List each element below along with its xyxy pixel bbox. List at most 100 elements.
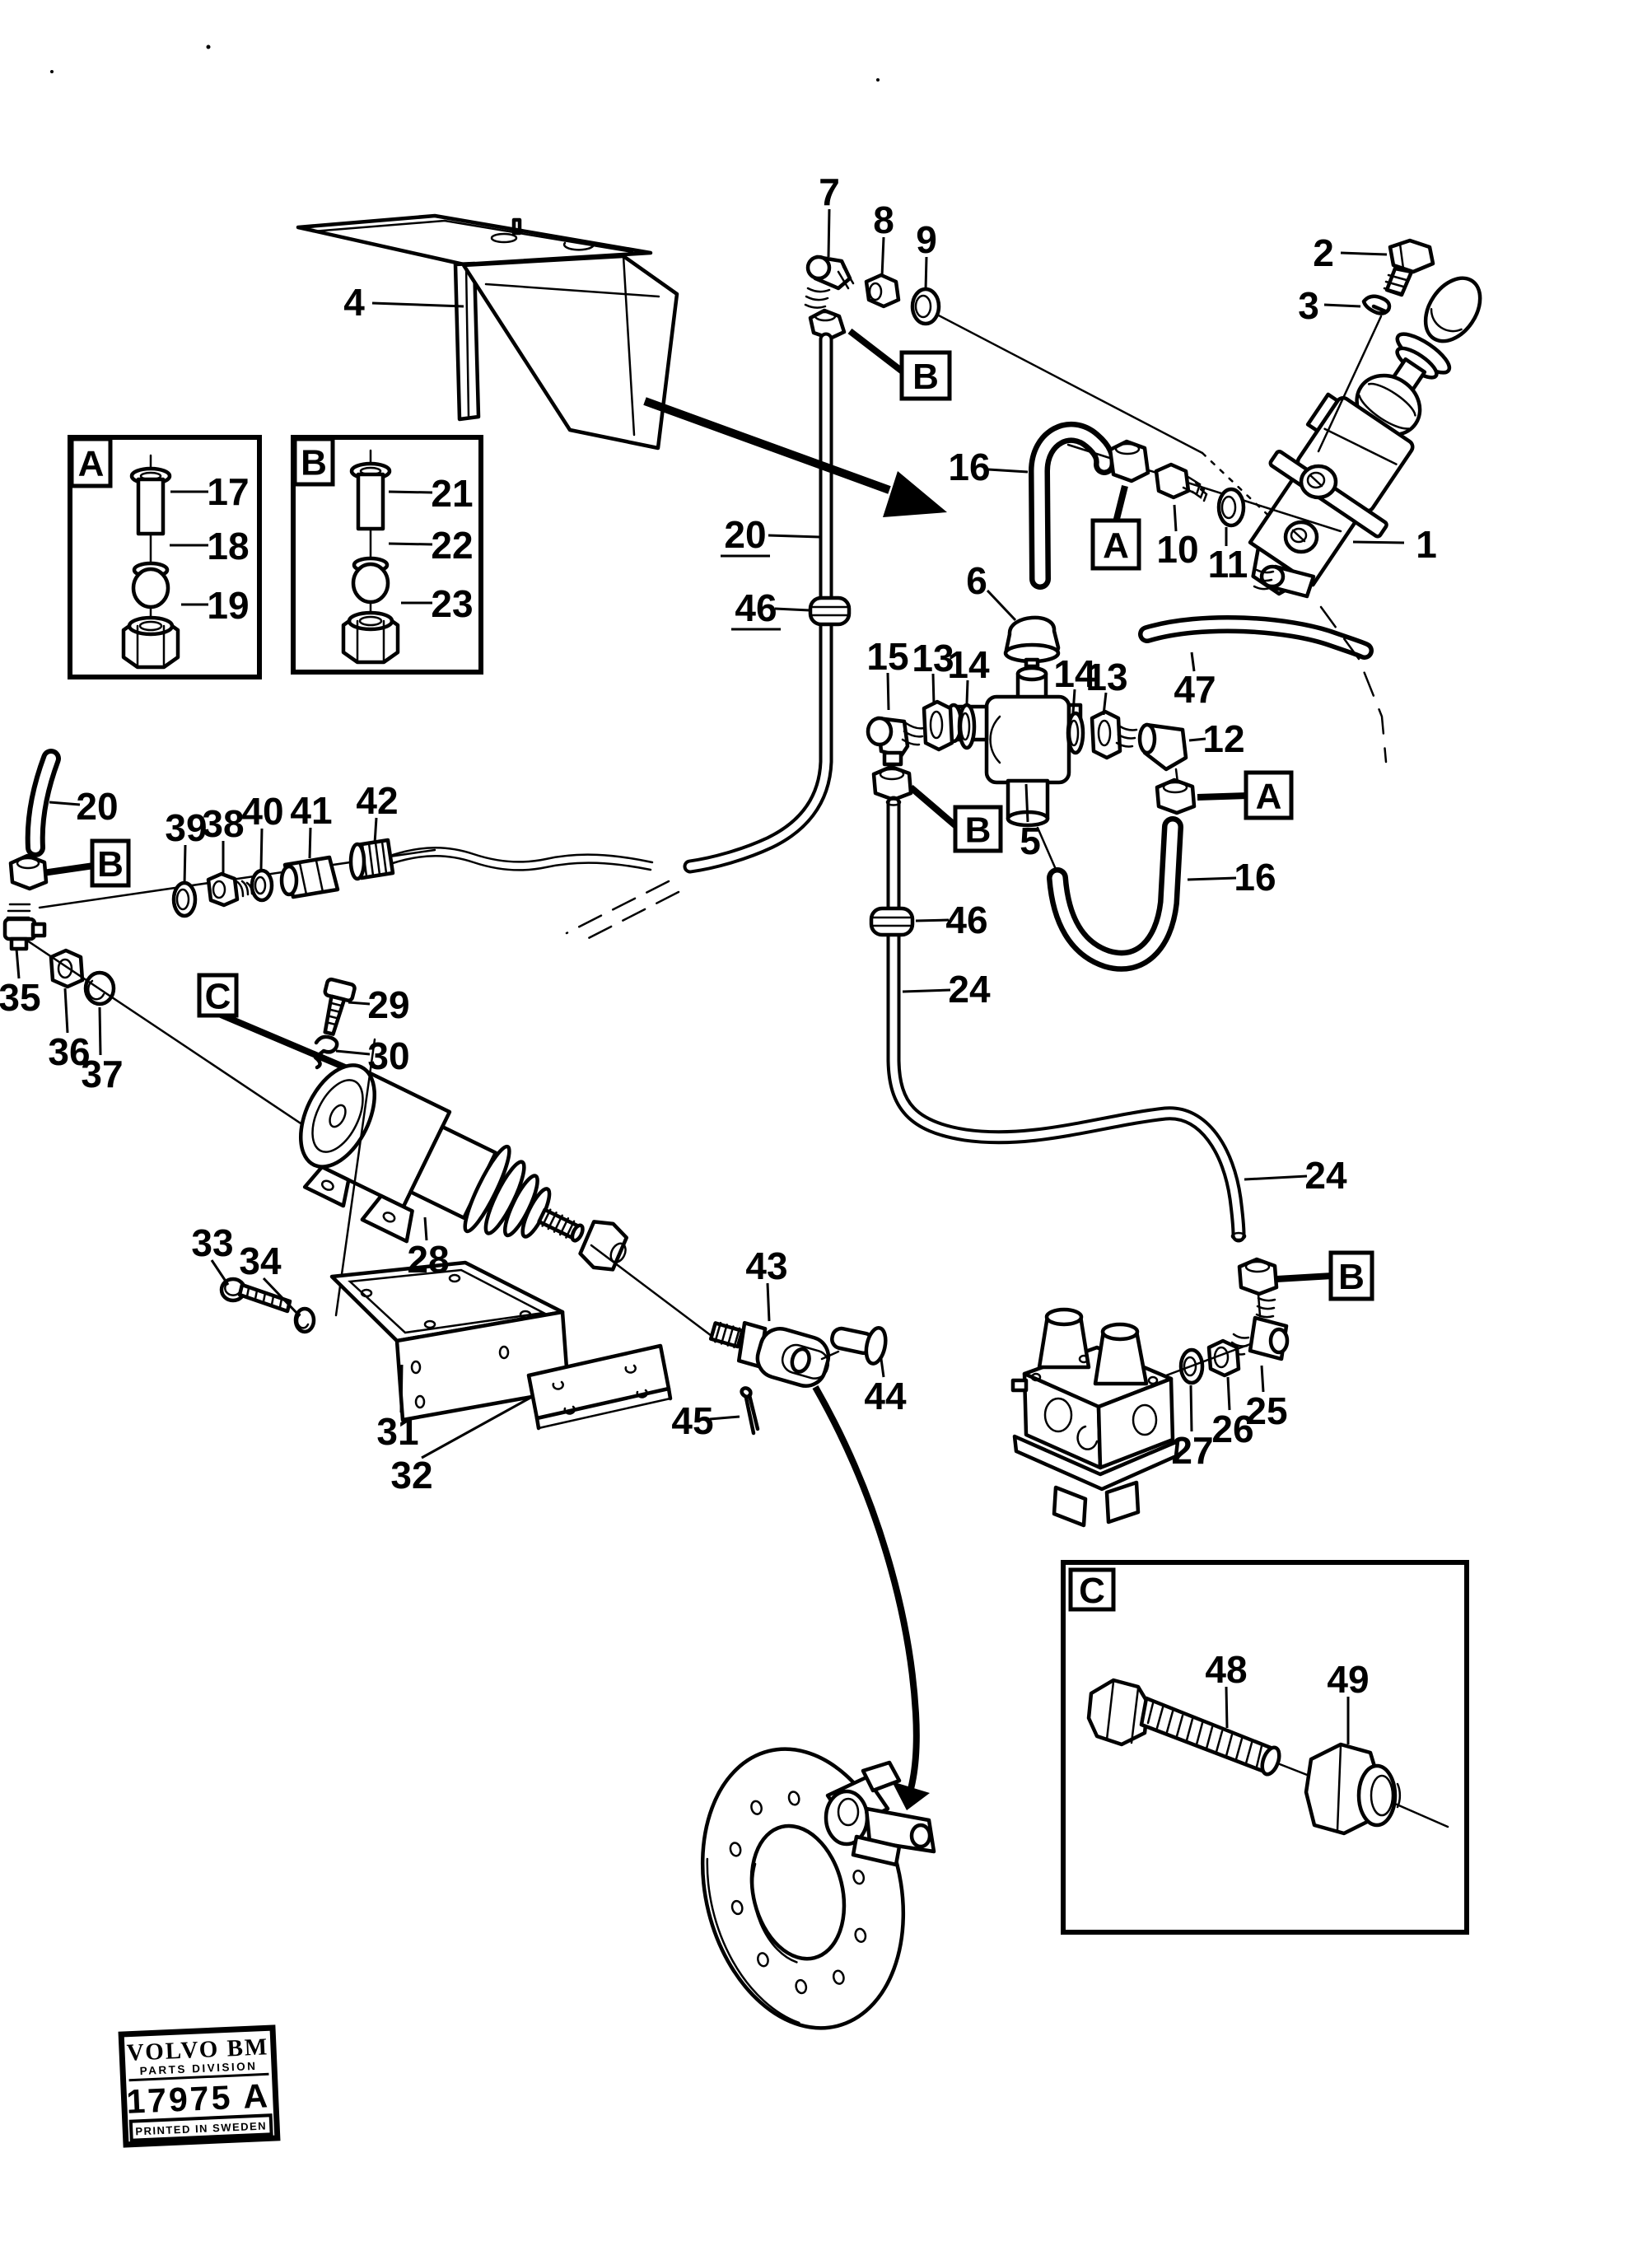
nut-a-top — [1108, 439, 1150, 483]
cable-from-42 — [391, 847, 654, 871]
axis-line-7-9 — [936, 313, 1204, 455]
callout-number: 13 — [1085, 656, 1127, 698]
callout-number: 27 — [1171, 1429, 1213, 1472]
nut-13-right — [1090, 709, 1122, 760]
ref-box-a: A — [1197, 770, 1294, 820]
callout-number: 49 — [1327, 1658, 1369, 1701]
callout-8: 8 — [873, 198, 894, 278]
washer-34 — [293, 1306, 316, 1334]
callout-number: 6 — [966, 559, 987, 602]
callout-30: 30 — [335, 1034, 410, 1077]
dashed-link-47 — [1319, 605, 1388, 763]
callout-number: 40 — [241, 790, 283, 833]
callout-number: 42 — [356, 779, 398, 822]
nut-b-mid — [871, 764, 913, 802]
brake-cylinder-28 — [298, 1063, 628, 1272]
callout-22: 22 — [388, 524, 474, 567]
callout-37: 37 — [81, 1006, 124, 1095]
nut-a-mid — [1155, 777, 1197, 815]
callout-number: 39 — [165, 806, 207, 849]
callout-4: 4 — [343, 281, 464, 324]
washer-40 — [250, 868, 274, 903]
axis-rod-to-clevis — [590, 1244, 713, 1338]
nut-b-right — [1237, 1257, 1279, 1318]
ref-box-letter: B — [97, 844, 124, 885]
nut-b-left — [8, 853, 49, 891]
callout-28: 28 — [407, 1216, 450, 1281]
callout-16: 16 — [1187, 856, 1276, 899]
inset-letter: C — [1079, 1571, 1105, 1611]
pipe-20 — [565, 332, 833, 945]
callout-number: 14 — [947, 643, 990, 686]
callout-25: 25 — [1245, 1365, 1288, 1432]
callout-number: 46 — [945, 899, 987, 941]
hose-20-left — [25, 749, 61, 857]
axis-25-27 — [1158, 1342, 1252, 1380]
callout-5: 5 — [1020, 783, 1041, 862]
cotter-pin-45 — [740, 1386, 760, 1436]
callout-9: 9 — [916, 218, 937, 291]
callout-number: 15 — [866, 635, 908, 678]
callout-number: 3 — [1298, 284, 1319, 327]
ref-box-letter: A — [1103, 525, 1129, 566]
clevis-43 — [708, 1320, 831, 1388]
valve-1-ports — [1253, 464, 1338, 599]
callout-number: 19 — [207, 584, 249, 627]
callout-number: 26 — [1211, 1408, 1253, 1450]
callout-1: 1 — [1352, 523, 1437, 566]
callout-14: 14 — [947, 643, 990, 704]
callout-number: 36 — [48, 1030, 90, 1073]
t-fitting-35 — [2, 903, 47, 951]
callout-31: 31 — [376, 1364, 419, 1453]
inset-letter: A — [78, 444, 105, 484]
callout-number: 14 — [1053, 652, 1096, 695]
callout-20: 20 — [721, 513, 820, 558]
washer-14-left — [957, 703, 977, 750]
callout-number: 5 — [1020, 819, 1041, 862]
callout-39: 39 — [165, 806, 208, 885]
callout-42: 42 — [356, 779, 399, 844]
cap-42 — [348, 838, 395, 881]
callout-21: 21 — [388, 472, 474, 515]
callout-47: 47 — [1174, 651, 1216, 711]
nut-below-7 — [808, 308, 847, 341]
ref-box-b: B — [908, 784, 1003, 853]
axis-dotted-to-port — [1201, 451, 1279, 525]
callout-3: 3 — [1298, 284, 1361, 327]
nut-36 — [49, 948, 85, 989]
bolt-33 — [219, 1277, 292, 1314]
axis-pin — [820, 1350, 840, 1361]
ref-box-b: B — [847, 328, 952, 401]
callout-number: 13 — [912, 637, 954, 679]
callout-48: 48 — [1205, 1648, 1248, 1729]
nut-41 — [279, 855, 340, 899]
callout-number: 34 — [239, 1240, 282, 1282]
clip-30 — [313, 1034, 339, 1070]
hand-valve-1 — [1248, 276, 1482, 596]
callout-number: 21 — [431, 472, 473, 515]
callout-number: 24 — [948, 968, 991, 1011]
callout-number: 1 — [1416, 523, 1437, 566]
callout-33: 33 — [191, 1221, 234, 1286]
valve-block — [1010, 1307, 1180, 1528]
callout-number: 43 — [745, 1244, 787, 1287]
clip-3 — [1361, 294, 1392, 315]
callout-number: 16 — [948, 446, 990, 488]
axis-29-to-bracket — [334, 1038, 376, 1317]
callout-29: 29 — [348, 983, 410, 1026]
callout-number: 11 — [1208, 543, 1248, 586]
direction-arrow-top — [643, 397, 947, 517]
elbow-12 — [1115, 722, 1188, 784]
callout-number: 22 — [431, 524, 473, 567]
callout-number: 20 — [76, 785, 118, 828]
callout-14: 14 — [1053, 652, 1096, 714]
callout-number: 18 — [207, 525, 249, 567]
stamp-number: 17975 A — [125, 2076, 270, 2121]
bracket-4 — [296, 213, 679, 451]
callout-number: 9 — [916, 218, 937, 261]
callout-13: 13 — [912, 637, 954, 706]
axis-5-to-hose — [1036, 826, 1059, 875]
